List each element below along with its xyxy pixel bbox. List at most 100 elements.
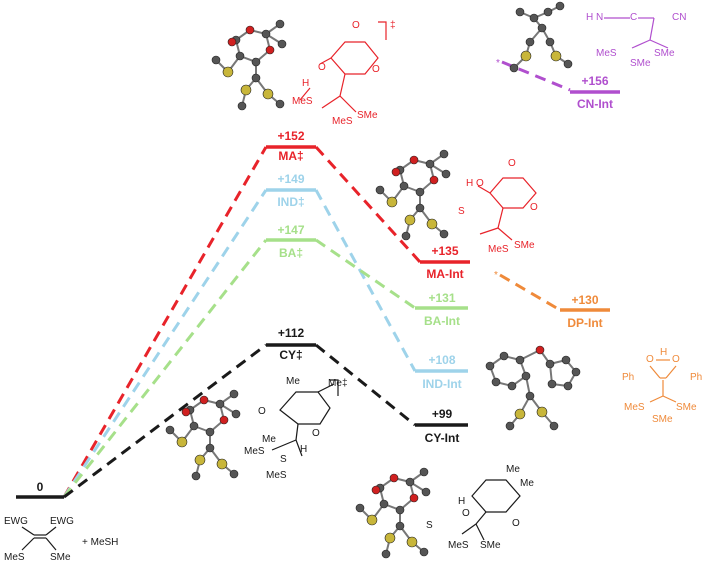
svg-text:Ph: Ph bbox=[690, 372, 702, 383]
svg-text:O: O bbox=[530, 202, 538, 213]
label-cy-int: CY-Int bbox=[425, 431, 460, 445]
structure-cy-ts: O Me Me Me MeS S H O MeS bbox=[244, 376, 342, 481]
value-ma-int: +135 bbox=[431, 244, 458, 258]
svg-text:SMe: SMe bbox=[357, 110, 378, 121]
svg-text:MeS: MeS bbox=[266, 470, 287, 481]
svg-text:Me: Me bbox=[520, 478, 534, 489]
svg-text:MeS: MeS bbox=[332, 116, 353, 127]
bracket-cy bbox=[330, 379, 339, 396]
svg-text:O: O bbox=[476, 178, 484, 189]
bracket-ma bbox=[378, 21, 387, 40]
svg-text:SMe: SMe bbox=[652, 414, 673, 425]
svg-text:O: O bbox=[352, 20, 360, 31]
svg-text:MeS: MeS bbox=[244, 446, 265, 457]
svg-text:SMe: SMe bbox=[514, 240, 535, 251]
dagger-cy: ‡ bbox=[342, 378, 348, 389]
svg-text:SMe: SMe bbox=[630, 58, 651, 69]
svg-text:CN: CN bbox=[672, 12, 686, 23]
connector-red-up bbox=[62, 146, 268, 498]
reactant-bonds bbox=[21, 526, 57, 551]
value-cn-int: +156 bbox=[581, 74, 608, 88]
value-ind-ts: +149 bbox=[277, 172, 304, 186]
value-ind-int: +108 bbox=[428, 353, 455, 367]
connector-blue-up bbox=[62, 189, 268, 498]
svg-text:H: H bbox=[300, 444, 307, 455]
svg-text:H: H bbox=[466, 178, 473, 189]
svg-text:SMe: SMe bbox=[480, 540, 501, 551]
svg-text:MeS: MeS bbox=[596, 48, 617, 59]
svg-text:O: O bbox=[462, 508, 470, 519]
star-orange: * bbox=[494, 270, 498, 281]
structure-ma-ts: O O O H MeS MeS SMe bbox=[292, 20, 380, 127]
svg-text:SMe: SMe bbox=[654, 48, 675, 59]
svg-text:O: O bbox=[508, 158, 516, 169]
label-ind-ts: IND‡ bbox=[277, 195, 304, 209]
label-cn-int: CN-Int bbox=[577, 97, 613, 111]
label-ma-int: MA-Int bbox=[426, 267, 463, 281]
svg-text:MeS: MeS bbox=[448, 540, 469, 551]
svg-text:O: O bbox=[672, 354, 680, 365]
energy-levels bbox=[16, 90, 620, 499]
value-ba-ts: +147 bbox=[277, 223, 304, 237]
reactant-plus-mesh: + MeSH bbox=[82, 537, 118, 548]
svg-text:MeS: MeS bbox=[488, 244, 509, 255]
connectors bbox=[62, 60, 571, 499]
label-ind-int: IND-Int bbox=[422, 377, 461, 391]
molecular-models bbox=[165, 1, 581, 559]
structure-cy-int: H O Me Me O S MeS SMe bbox=[426, 464, 534, 551]
svg-text:MeS: MeS bbox=[624, 402, 645, 413]
value-ba-int: +131 bbox=[428, 291, 455, 305]
svg-text:H: H bbox=[586, 12, 593, 23]
dagger-ma: ‡ bbox=[390, 20, 396, 31]
connector-red-down bbox=[314, 145, 422, 264]
svg-text:Me: Me bbox=[506, 464, 520, 475]
svg-text:Me: Me bbox=[286, 376, 300, 387]
svg-text:Me: Me bbox=[262, 434, 276, 445]
svg-text:Ph: Ph bbox=[622, 372, 634, 383]
svg-text:S: S bbox=[426, 520, 433, 531]
label-cy-ts: CY‡ bbox=[279, 348, 302, 362]
label-ba-ts: BA‡ bbox=[279, 246, 303, 260]
connector-black-down bbox=[315, 343, 416, 427]
reactant-ewg-right: EWG bbox=[50, 516, 74, 527]
connector-purple bbox=[501, 60, 571, 92]
value-cy-ts: +112 bbox=[278, 326, 305, 340]
structure-dp-int: Ph Ph O H O MeS SMe SMe bbox=[622, 347, 702, 425]
svg-text:H: H bbox=[302, 78, 309, 89]
svg-text:SMe: SMe bbox=[676, 402, 697, 413]
svg-text:O: O bbox=[372, 64, 380, 75]
structure-cn-int: H N C CN MeS SMe SMe bbox=[586, 12, 686, 69]
connector-black-up bbox=[63, 343, 267, 499]
svg-text:O: O bbox=[512, 518, 520, 529]
svg-text:H: H bbox=[458, 496, 465, 507]
level-labels: 0 +152 MA‡ +149 IND‡ +147 BA‡ +112 CY‡ +… bbox=[37, 74, 613, 494]
structure-ma-int: H O O O S MeS SMe bbox=[458, 158, 538, 255]
svg-text:O: O bbox=[258, 406, 266, 417]
reactant-ewg-left: EWG bbox=[4, 516, 28, 527]
model-cy-ts bbox=[165, 389, 241, 481]
svg-text:Me: Me bbox=[328, 378, 342, 389]
model-cy-int bbox=[355, 467, 431, 559]
value-ma-ts: +152 bbox=[277, 129, 304, 143]
ts-brackets bbox=[330, 21, 387, 396]
label-ba-int: BA-Int bbox=[424, 314, 460, 328]
reactant-structure: EWG EWG MeS SMe + MeSH bbox=[4, 516, 118, 561]
connector-green-up bbox=[62, 239, 268, 498]
svg-text:MeS: MeS bbox=[292, 96, 313, 107]
svg-text:O: O bbox=[646, 354, 654, 365]
value-dp-int: +130 bbox=[571, 293, 598, 307]
connector-blue-down bbox=[314, 189, 417, 372]
model-ind-int bbox=[485, 345, 581, 431]
model-ma-int bbox=[375, 149, 451, 241]
value-cy-int: +99 bbox=[432, 407, 453, 421]
svg-text:N: N bbox=[596, 12, 603, 23]
model-cn-int bbox=[509, 1, 573, 73]
svg-text:C: C bbox=[630, 12, 637, 23]
svg-text:H: H bbox=[660, 347, 667, 358]
reactant-sme-left: MeS bbox=[4, 552, 25, 561]
svg-text:S: S bbox=[280, 454, 287, 465]
connector-green-down bbox=[315, 238, 416, 310]
label-ma-ts: MA‡ bbox=[278, 149, 303, 163]
connector-orange bbox=[499, 273, 561, 312]
